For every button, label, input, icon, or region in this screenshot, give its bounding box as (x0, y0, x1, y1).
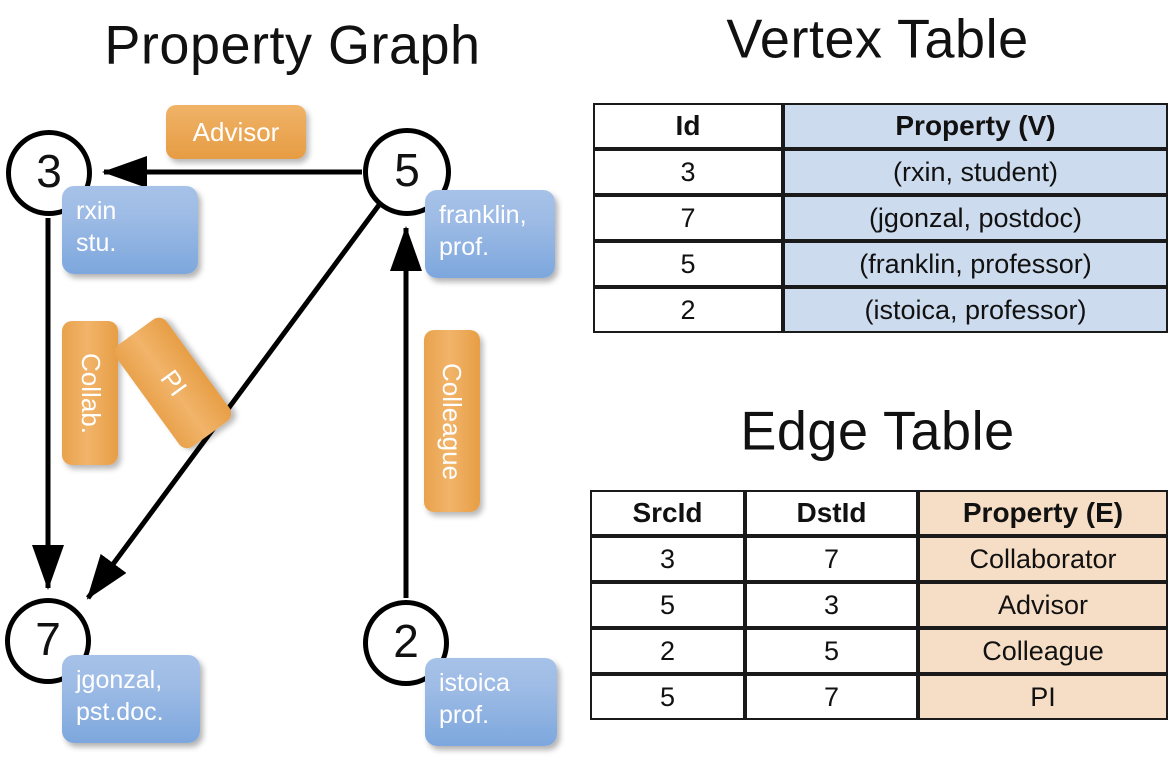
table-row: 5 3 Advisor (590, 582, 1168, 628)
graph-node-5[interactable]: 5 (363, 128, 451, 216)
vertex-property-3-line1: rxin (76, 197, 117, 225)
table-row: 3 (rxin, student) (593, 149, 1168, 195)
edge-cell-prop: PI (918, 674, 1168, 720)
edge-cell-prop: Advisor (918, 582, 1168, 628)
edge-cell-src: 5 (590, 582, 745, 628)
vertex-cell-id: 5 (593, 241, 783, 287)
vertex-property-box-7: jgonzal, pst.doc. (62, 655, 200, 743)
graph-node-5-label: 5 (394, 144, 420, 196)
edge-cell-prop: Colleague (918, 628, 1168, 674)
table-row: 3 7 Collaborator (590, 536, 1168, 582)
edge-cell-src: 3 (590, 536, 745, 582)
edge-cell-dst: 7 (745, 674, 918, 720)
edge-cell-src: 5 (590, 674, 745, 720)
edge-table-header-prop: Property (E) (918, 490, 1168, 536)
edge-cell-dst: 5 (745, 628, 918, 674)
vertex-cell-id: 2 (593, 287, 783, 333)
vertex-table-header-row: Id Property (V) (593, 103, 1168, 149)
edge-cell-dst: 3 (745, 582, 918, 628)
vertex-cell-prop: (jgonzal, postdoc) (783, 195, 1168, 241)
graph-node-3-label: 3 (36, 145, 62, 197)
edge-table-header-row: SrcId DstId Property (E) (590, 490, 1168, 536)
edge-label-collab-text: Collab. (75, 352, 106, 434)
edge-cell-prop: Collaborator (918, 536, 1168, 582)
vertex-property-2-line1: istoica (439, 669, 510, 697)
graph-node-7-label: 7 (35, 613, 61, 665)
edge-cell-src: 2 (590, 628, 745, 674)
vertex-cell-id: 7 (593, 195, 783, 241)
table-row: 5 (franklin, professor) (593, 241, 1168, 287)
vertex-cell-prop: (istoica, professor) (783, 287, 1168, 333)
graph-node-2-label: 2 (393, 615, 419, 667)
vertex-property-7-line1: jgonzal, (76, 666, 163, 694)
edge-label-colleague-text: Colleague (437, 362, 468, 480)
table-row: 5 7 PI (590, 674, 1168, 720)
edge-label-colleague: Colleague (424, 330, 480, 512)
vertex-property-2-line2: prof. (439, 701, 490, 729)
property-graph-diagram: 3 5 7 2 rxin stu. franklin, prof. jgonza… (5, 105, 557, 746)
table-row: 2 (istoica, professor) (593, 287, 1168, 333)
table-row: 2 5 Colleague (590, 628, 1168, 674)
vertex-property-box-5: franklin, prof. (425, 190, 555, 278)
vertex-table-header-prop: Property (V) (783, 103, 1168, 149)
edge-cell-dst: 7 (745, 536, 918, 582)
vertex-property-5-line1: franklin, (439, 201, 527, 229)
vertex-cell-prop: (rxin, student) (783, 149, 1168, 195)
vertex-property-box-2: istoica prof. (425, 658, 557, 746)
vertex-property-5-line2: prof. (439, 233, 490, 261)
graph-edges-svg (32, 156, 422, 600)
vertex-property-3-line2: stu. (76, 229, 117, 257)
edge-label-collab: Collab. (62, 321, 118, 465)
page-title-vertex-table: Vertex Table (726, 8, 1029, 70)
vertex-property-box-3: rxin stu. (62, 186, 198, 274)
vertex-property-7-line2: pst.doc. (76, 698, 164, 726)
edge-5-to-7 (85, 203, 382, 600)
table-row: 7 (jgonzal, postdoc) (593, 195, 1168, 241)
vertex-table-header-id: Id (593, 103, 783, 149)
vertex-cell-prop: (franklin, professor) (783, 241, 1168, 287)
edge-label-pi-text: PI (154, 363, 193, 402)
edge-table: SrcId DstId Property (E) 3 7 Collaborato… (590, 490, 1168, 720)
edge-label-advisor-text: Advisor (192, 116, 280, 147)
page-title-edge-table: Edge Table (740, 400, 1015, 462)
page-title-property-graph: Property Graph (104, 14, 481, 76)
vertex-table: Id Property (V) 3 (rxin, student) 7 (jgo… (593, 103, 1168, 333)
vertex-cell-id: 3 (593, 149, 783, 195)
graph-node-2[interactable]: 2 (363, 600, 449, 686)
edge-table-header-srcid: SrcId (590, 490, 745, 536)
edge-table-header-dstid: DstId (745, 490, 918, 536)
edge-label-advisor: Advisor (166, 105, 306, 159)
